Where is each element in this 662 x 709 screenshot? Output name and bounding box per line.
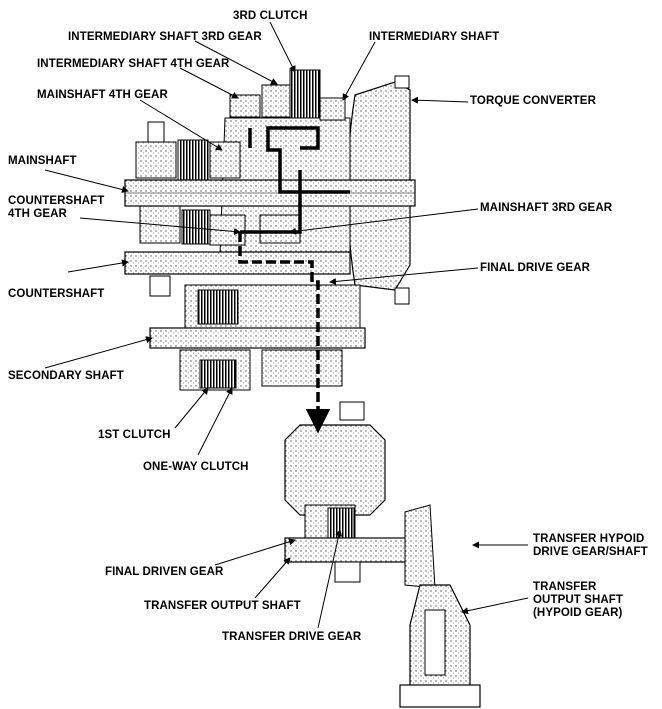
label-final-drive-gear: FINAL DRIVE GEAR xyxy=(480,262,591,274)
label-transfer-hypoid-line1: TRANSFER HYPOID xyxy=(533,533,645,545)
label-intermediary-shaft: INTERMEDIARY SHAFT xyxy=(369,31,500,43)
differential-housing xyxy=(284,401,386,516)
label-3rd-clutch: 3RD CLUTCH xyxy=(233,10,308,22)
transfer-assembly xyxy=(284,504,481,708)
label-transfer-drive-gear: TRANSFER DRIVE GEAR xyxy=(222,631,362,643)
label-mainshaft-4th-gear: MAINSHAFT 4TH GEAR xyxy=(37,89,168,101)
label-1st-clutch: 1ST CLUTCH xyxy=(98,429,171,441)
label-transfer-hypoid-drive-gear-shaft: TRANSFER HYPOID DRIVE GEAR/SHAFT xyxy=(533,533,648,559)
leader-lines xyxy=(44,21,529,629)
label-final-driven-gear: FINAL DRIVEN GEAR xyxy=(105,566,224,578)
label-countershaft: COUNTERSHAFT xyxy=(8,288,105,300)
label-transfer-output-line2: OUTPUT SHAFT xyxy=(533,594,623,606)
secondary-shaft-section xyxy=(149,284,366,391)
label-countershaft-4th-gear-line2: 4TH GEAR xyxy=(8,208,67,220)
label-transfer-output-shaft-hypoid-gear: TRANSFER OUTPUT SHAFT (HYPOID GEAR) xyxy=(533,581,623,620)
label-secondary-shaft: SECONDARY SHAFT xyxy=(8,370,124,382)
label-intermediary-shaft-4th-gear: INTERMEDIARY SHAFT 4TH GEAR xyxy=(37,58,230,70)
label-torque-converter: TORQUE CONVERTER xyxy=(470,95,596,107)
label-transfer-output-line3: (HYPOID GEAR) xyxy=(533,607,623,619)
label-intermediary-shaft-3rd-gear: INTERMEDIARY SHAFT 3RD GEAR xyxy=(68,31,262,43)
label-transfer-hypoid-line2: DRIVE GEAR/SHAFT xyxy=(533,546,648,558)
mainshaft-gear-stack xyxy=(135,121,241,181)
label-countershaft-4th-gear: COUNTERSHAFT 4TH GEAR xyxy=(8,195,104,221)
label-transfer-output-shaft: TRANSFER OUTPUT SHAFT xyxy=(144,600,301,612)
label-mainshaft: MAINSHAFT xyxy=(8,155,77,167)
label-countershaft-4th-gear-line1: COUNTERSHAFT xyxy=(8,195,105,207)
label-one-way-clutch: ONE-WAY CLUTCH xyxy=(143,461,249,473)
mainshaft-shaft xyxy=(124,179,416,207)
power-flow-path xyxy=(238,126,350,434)
countershaft-shaft xyxy=(124,251,351,297)
label-mainshaft-3rd-gear: MAINSHAFT 3RD GEAR xyxy=(480,202,613,214)
label-transfer-output-line1: TRANSFER xyxy=(533,581,597,593)
